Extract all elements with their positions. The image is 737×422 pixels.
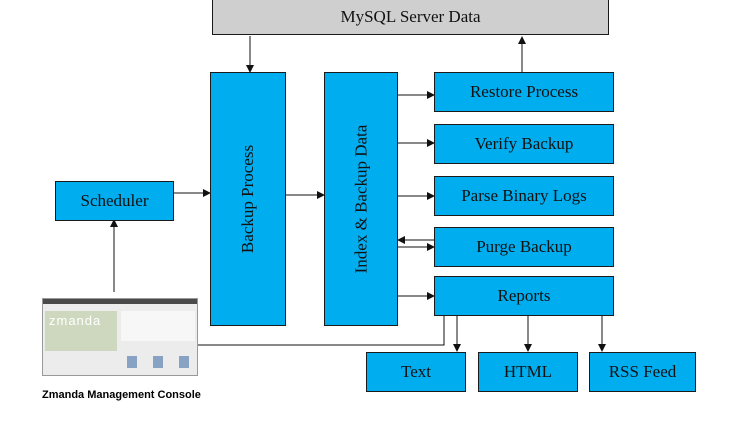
reports-box: Reports [434, 276, 614, 316]
mysql-server-data-box: MySQL Server Data [212, 0, 609, 35]
reports-label: Reports [497, 286, 551, 305]
console-caption: Zmanda Management Console [42, 389, 201, 401]
scheduler-box: Scheduler [55, 181, 174, 221]
scheduler-label: Scheduler [80, 191, 149, 210]
console-titlebar [43, 299, 197, 304]
verify-backup-box: Verify Backup [434, 124, 614, 164]
console-login-pane [45, 311, 117, 351]
mysql-server-data-label: MySQL Server Data [340, 6, 481, 26]
html-output-label: HTML [503, 362, 553, 381]
backup-process-label: Backup Process [238, 144, 257, 254]
rss-feed-output-box: RSS Feed [589, 352, 696, 392]
console-backup-icon [127, 356, 137, 368]
index-backup-data-box: Index & Backup Data [324, 72, 398, 326]
line-console-to-reports [198, 316, 445, 346]
index-backup-data-label: Index & Backup Data [351, 124, 371, 274]
zmanda-console-screenshot: zmanda [42, 298, 198, 376]
rss-feed-output-label: RSS Feed [608, 362, 677, 381]
verify-backup-label: Verify Backup [474, 134, 574, 153]
purge-backup-label: Purge Backup [476, 237, 572, 256]
console-banner-pane [121, 311, 195, 341]
zmanda-logo: zmanda [49, 313, 102, 328]
text-output-box: Text [366, 352, 466, 392]
text-output-label: Text [401, 362, 431, 381]
restore-process-label: Restore Process [469, 82, 579, 101]
parse-binary-logs-label: Parse Binary Logs [461, 186, 587, 205]
purge-backup-box: Purge Backup [434, 227, 614, 267]
restore-process-box: Restore Process [434, 72, 614, 112]
parse-binary-logs-box: Parse Binary Logs [434, 176, 614, 216]
html-output-box: HTML [478, 352, 578, 392]
console-report-icon [179, 356, 189, 368]
console-restore-icon [153, 356, 163, 368]
backup-process-box: Backup Process [210, 72, 286, 326]
